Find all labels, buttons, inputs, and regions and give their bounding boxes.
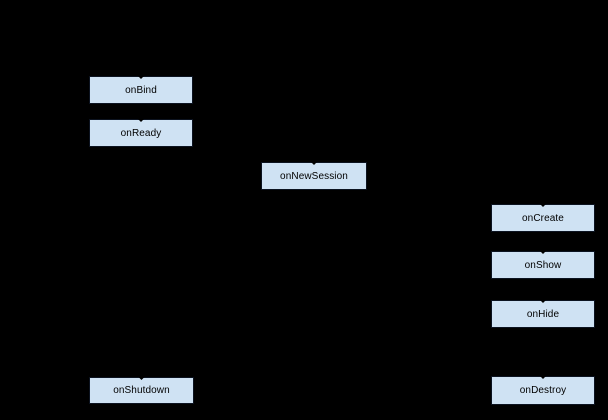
arrowhead-icon (540, 251, 546, 254)
node-onbind: onBind (89, 76, 193, 104)
arrowhead-icon (138, 377, 145, 380)
node-label: onReady (120, 127, 162, 139)
node-ondestroy: onDestroy (491, 376, 595, 405)
arrowhead-icon (138, 76, 144, 79)
arrowhead-icon (540, 376, 546, 379)
node-label: onShutdown (113, 385, 170, 396)
node-label: onHide (526, 308, 560, 320)
node-onready: onReady (89, 119, 193, 147)
arrowhead-icon (540, 204, 546, 207)
node-onnewsession: onNewSession (261, 162, 367, 190)
node-label: onBind (125, 84, 157, 96)
arrowhead-icon (311, 162, 317, 165)
arrowhead-icon (540, 300, 546, 303)
node-label: onShow (524, 259, 562, 271)
node-label: onCreate (522, 212, 564, 224)
arrowhead-icon (138, 119, 144, 122)
node-onshutdown: onShutdown (89, 377, 194, 404)
node-label: onNewSession (280, 170, 348, 182)
node-oncreate: onCreate (491, 204, 595, 232)
node-onshow: onShow (491, 251, 595, 279)
node-label: onDestroy (519, 385, 567, 396)
node-onhide: onHide (491, 300, 595, 328)
